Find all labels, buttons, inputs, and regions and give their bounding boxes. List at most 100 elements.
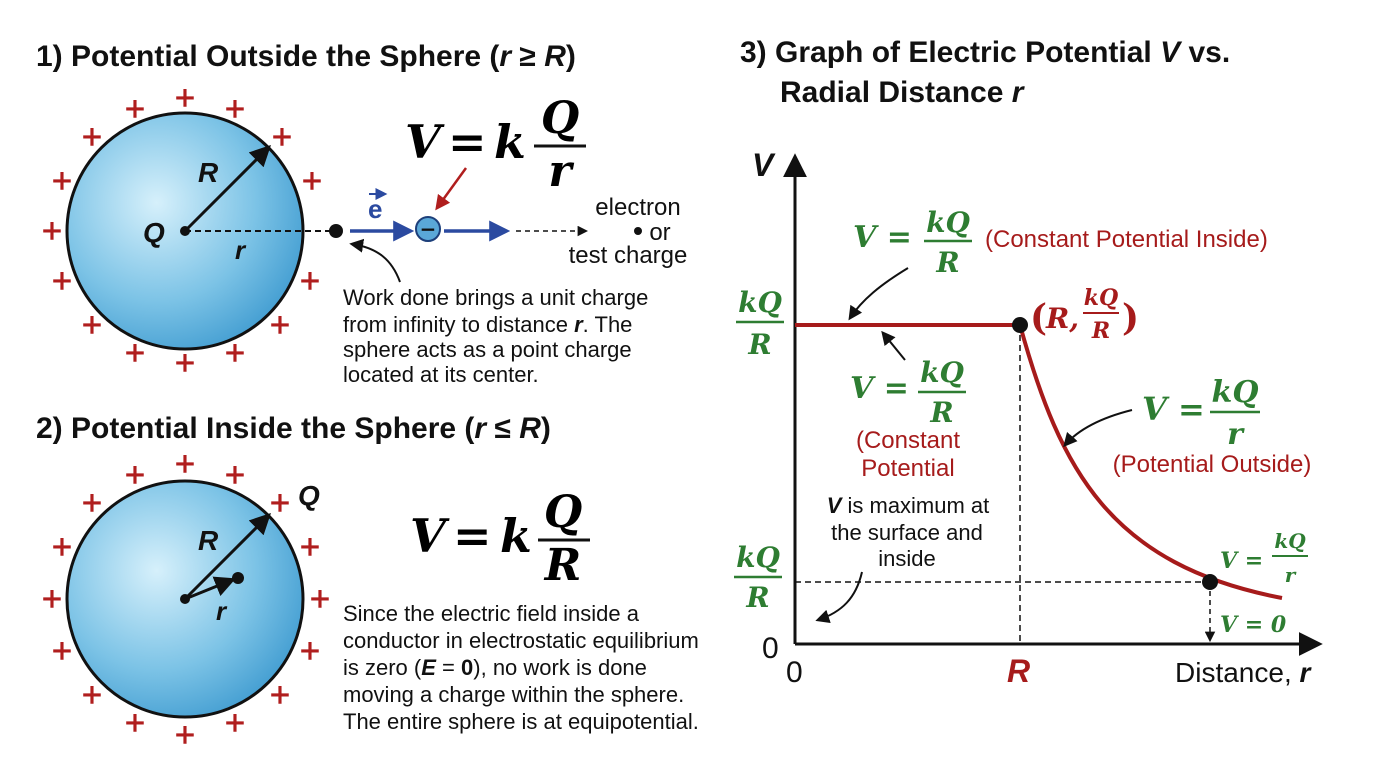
svg-text:=: = (448, 115, 487, 169)
svg-text:+: + (80, 120, 103, 153)
electron-far-dot (634, 227, 642, 235)
svg-text:Work done brings a unit charge: Work done brings a unit charge (343, 285, 648, 310)
svg-text:V =: V = (1142, 390, 1205, 428)
electron-label-2: or (649, 219, 670, 246)
svg-text:kQ: kQ (920, 356, 964, 389)
svg-text:Q: Q (541, 93, 579, 144)
svg-text:+: + (123, 458, 146, 491)
svg-text:+: + (173, 81, 196, 114)
svg-text:V =: V = (1220, 548, 1263, 574)
svg-text:): ) (1122, 297, 1139, 339)
top-formula-arrow (848, 267, 909, 321)
svg-text:is zero (E = 0), no work is do: is zero (E = 0), no work is done (343, 655, 647, 680)
e-field-label: e (368, 194, 382, 224)
outer-sphere-charges: + + + + + + + + + + + + + + + (40, 81, 323, 379)
inner-label-r: r (216, 596, 228, 626)
electron-label-1: electron (595, 194, 680, 221)
svg-text:k: k (500, 509, 532, 563)
svg-text:V: V (410, 509, 450, 563)
svg-text:=: = (453, 509, 492, 563)
svg-text:+: + (268, 308, 291, 341)
svg-text:+: + (50, 530, 73, 563)
svg-text:r: r (548, 146, 574, 197)
svg-text:inside: inside (878, 546, 935, 571)
graph-formula-top: V = kQ R (Constant Potential Inside) (853, 206, 1268, 279)
svg-text:R: R (1091, 318, 1110, 344)
svg-text:+: + (80, 486, 103, 519)
svg-text:+: + (123, 92, 146, 125)
svg-text:The entire sphere is at equipo: The entire sphere is at equipotential. (343, 709, 699, 734)
inner-center-dot (180, 594, 190, 604)
outer-center-dot (180, 226, 190, 236)
svg-text:r: r (1285, 563, 1297, 587)
svg-text:moving a charge within the sph: moving a charge within the sphere. (343, 682, 684, 707)
electron-label-3: test charge (569, 242, 688, 269)
graph-formula-zero: V = 0 (1220, 612, 1287, 638)
svg-text:+: + (173, 718, 196, 751)
section3-title-line2: Radial Distance r (780, 76, 1026, 109)
outer-label-Q: Q (143, 217, 165, 248)
svg-text:+: + (298, 530, 321, 563)
x-tick-R: R (1007, 653, 1030, 689)
formula-outside: V = k Q r (405, 93, 586, 197)
svg-text:k: k (494, 115, 526, 169)
max-note: V is maximum at the surface and inside (827, 493, 990, 571)
svg-text:(Constant Potential Inside): (Constant Potential Inside) (985, 226, 1268, 253)
svg-text:the surface and: the surface and (831, 520, 983, 545)
svg-text:conductor in electrostatic equ: conductor in electrostatic equilibrium (343, 628, 699, 653)
section1-description: Work done brings a unit charge from infi… (343, 285, 648, 387)
svg-text:+: + (50, 164, 73, 197)
svg-text:sphere acts as a point charge: sphere acts as a point charge (343, 337, 632, 362)
surface-point (1012, 317, 1028, 333)
svg-text:+: + (270, 120, 293, 153)
svg-text:V: V (405, 115, 445, 169)
section2-title: 2) Potential Inside the Sphere (r ≤ R) (36, 412, 551, 445)
outer-radius-arrow (183, 145, 271, 233)
inner-label-Q: Q (298, 480, 320, 511)
formula-pointer-arrow (435, 167, 468, 211)
y-tick-kQR-lower: kQ R (734, 541, 782, 614)
svg-text:+: + (173, 447, 196, 480)
svg-text:R: R (929, 396, 953, 429)
svg-text:r: r (1227, 417, 1245, 452)
origin-x-label: 0 (786, 656, 803, 689)
outer-point (1202, 574, 1218, 590)
outer-label-r: r (235, 235, 247, 265)
svg-text:Since the electric field insid: Since the electric field inside a (343, 601, 640, 626)
desc1-arrow (349, 238, 401, 283)
y-tick-kQR-upper: kQ R (736, 286, 784, 361)
svg-text:(Potential Outside): (Potential Outside) (1113, 451, 1312, 478)
svg-text:R,: R, (1045, 302, 1079, 335)
svg-text:Q: Q (544, 487, 582, 538)
svg-text:+: + (80, 308, 103, 341)
svg-text:+: + (50, 634, 73, 667)
svg-text:+: + (223, 336, 246, 369)
svg-text:+: + (40, 214, 63, 247)
surface-point-label: ( R, kQ R ) (1030, 285, 1139, 344)
svg-text:R: R (935, 246, 959, 279)
svg-text:+: + (40, 582, 63, 615)
origin-y-label: 0 (762, 632, 779, 665)
graph-formula-small: V = kQ r (1220, 529, 1308, 587)
svg-text:+: + (223, 92, 246, 125)
outside-formula-arrow (1063, 409, 1133, 448)
svg-text:+: + (268, 678, 291, 711)
test-point-dot (329, 224, 343, 238)
svg-text:R: R (745, 581, 769, 614)
svg-text:kQ: kQ (1084, 285, 1118, 311)
mid-formula-arrow (881, 330, 906, 361)
svg-text:+: + (298, 634, 321, 667)
svg-text:(: ( (1030, 297, 1047, 339)
svg-text:+: + (173, 346, 196, 379)
svg-text:+: + (300, 164, 323, 197)
svg-text:kQ: kQ (1274, 529, 1306, 553)
svg-text:kQ: kQ (1212, 375, 1259, 410)
svg-text:V is maximum at: V is maximum at (827, 493, 990, 518)
svg-text:located at its center.: located at its center. (343, 362, 539, 387)
svg-text:V =: V = (850, 371, 909, 406)
svg-text:kQ: kQ (926, 206, 970, 239)
svg-text:V =: V = (853, 220, 912, 255)
graph-formula-outside: V = kQ r (Potential Outside) (1113, 375, 1312, 478)
svg-text:R: R (543, 540, 582, 591)
